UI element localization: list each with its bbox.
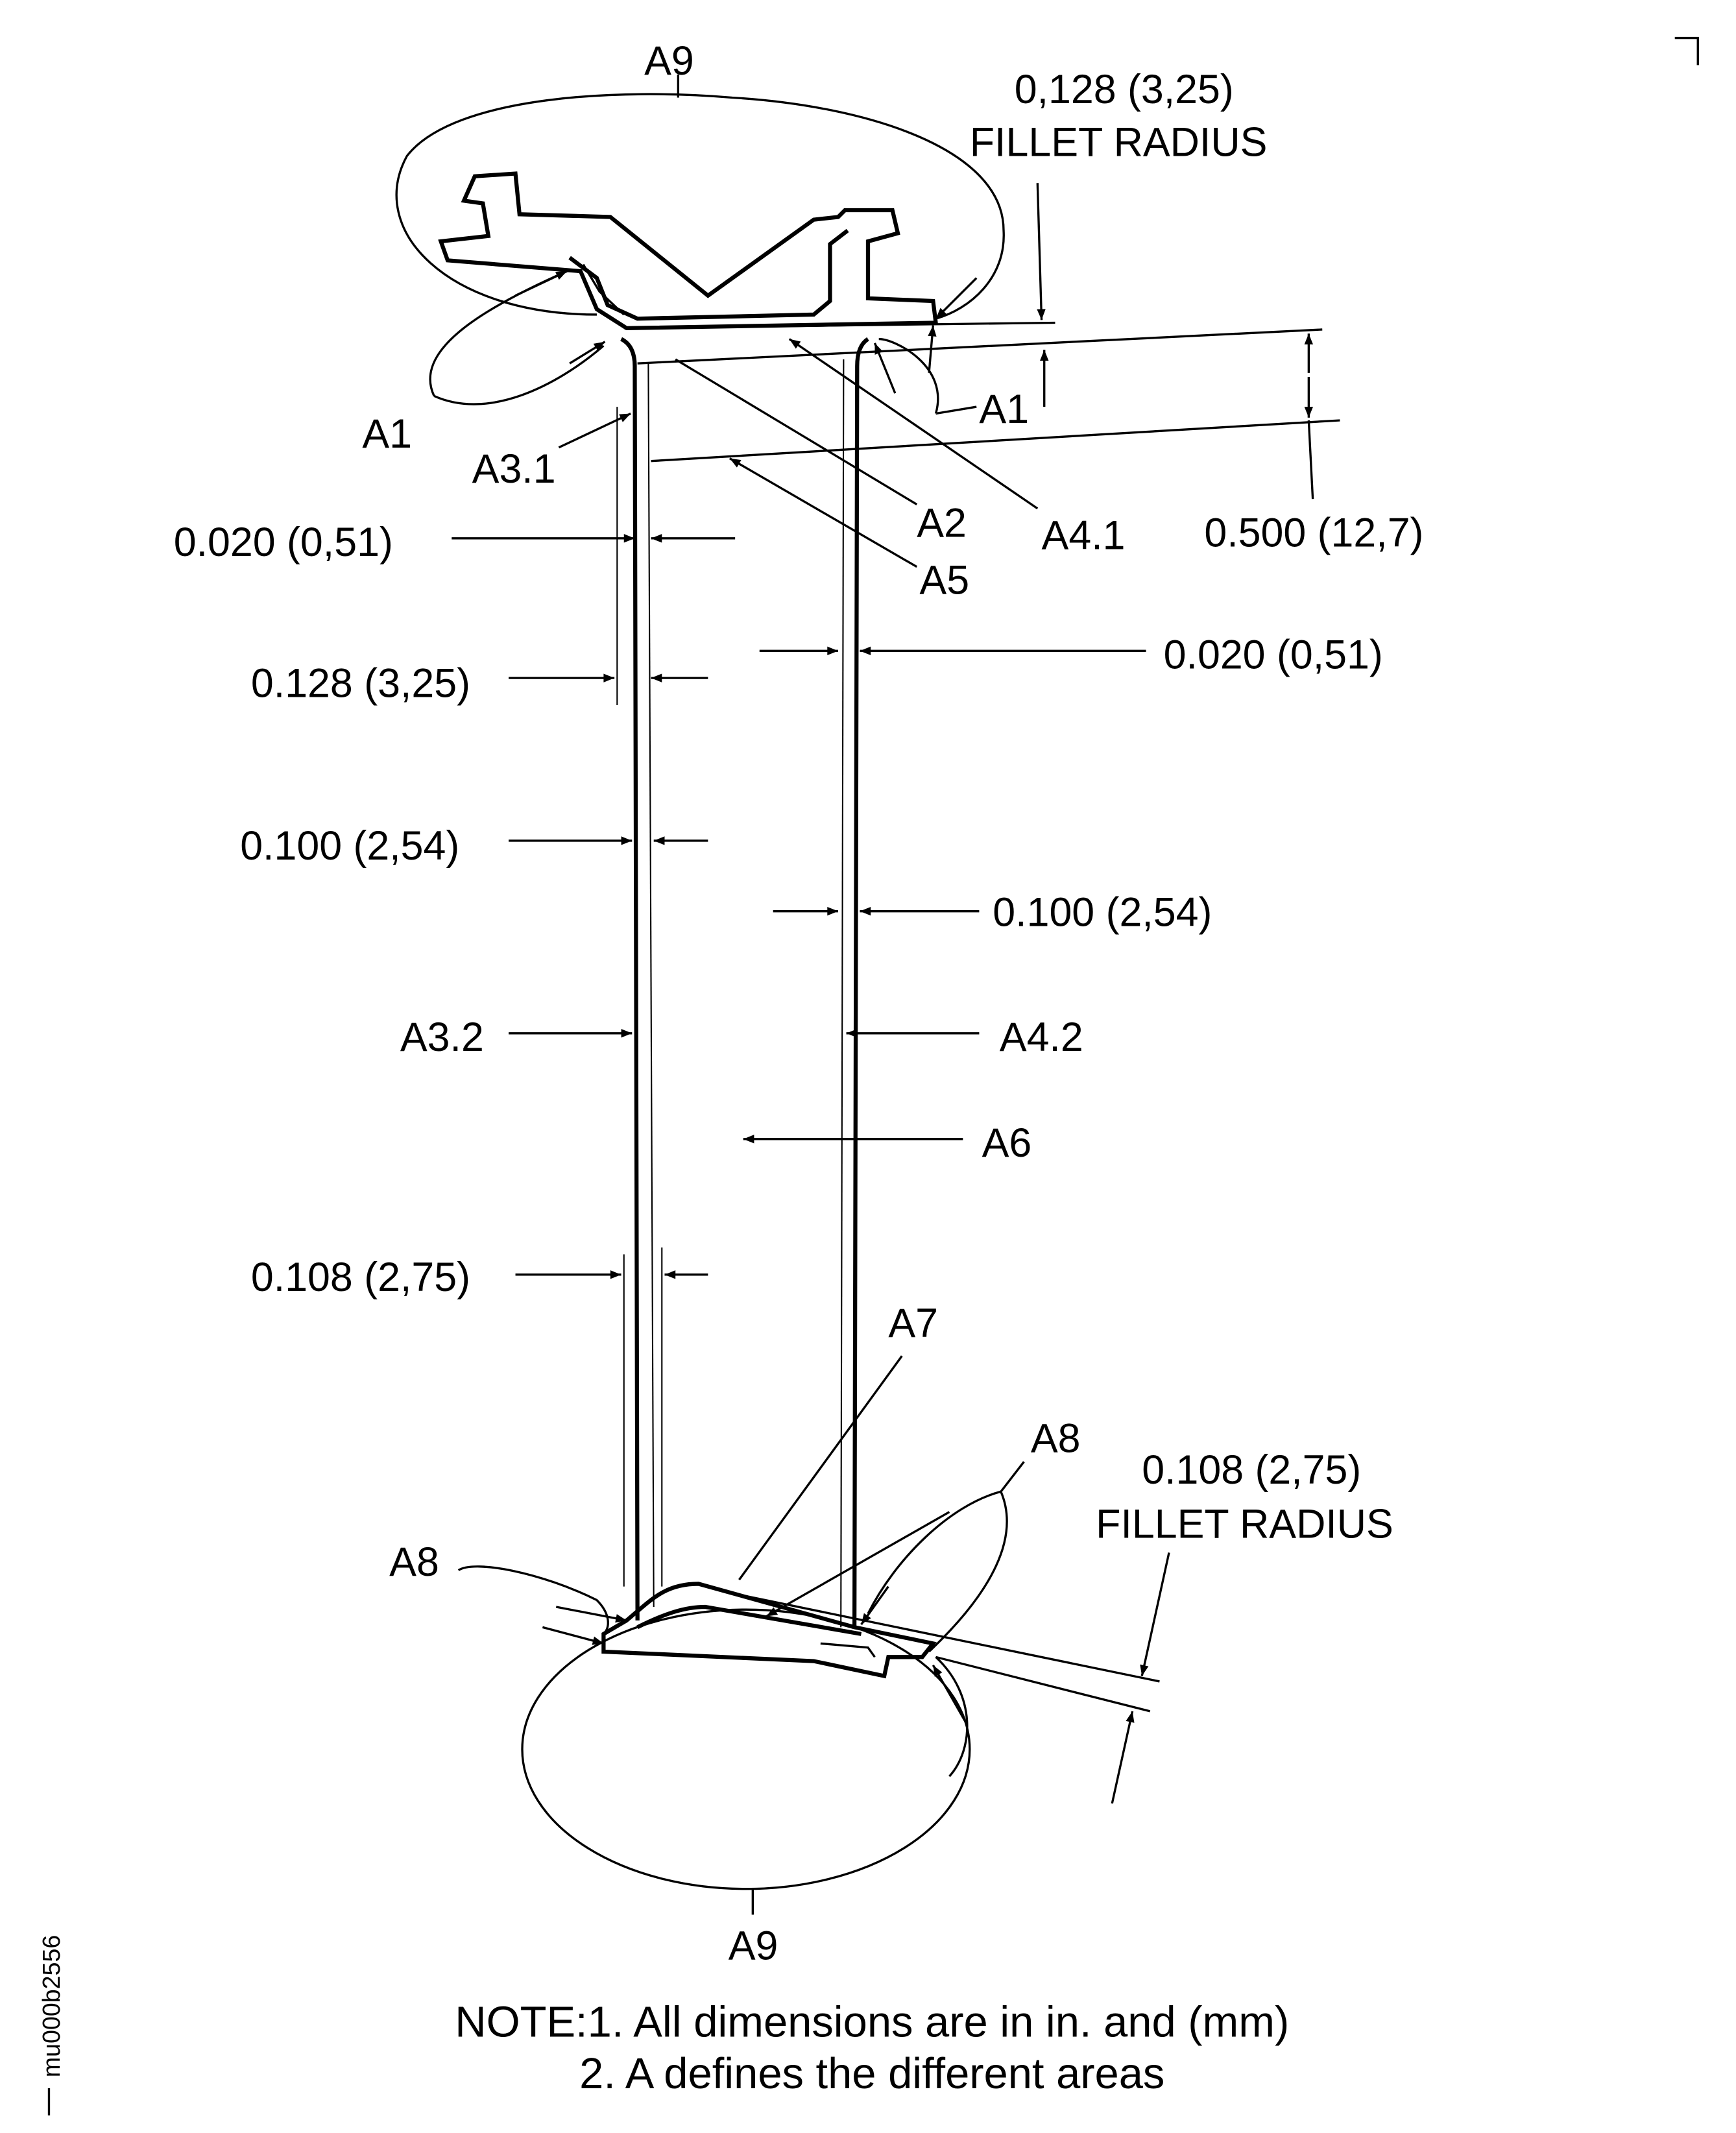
- blade-right-inner: [840, 359, 845, 1628]
- dim-left-0-108: 0.108 (2,75): [251, 1255, 470, 1300]
- top-fillet-label: FILLET RADIUS: [970, 119, 1268, 165]
- dim-0-500: 0.500 (12,7): [1204, 510, 1423, 555]
- bottom-fillet-label: FILLET RADIUS: [1096, 1501, 1393, 1547]
- bottom-fillet-line-1: [732, 1592, 1160, 1683]
- dimension-arrow: [569, 341, 606, 365]
- bottom-root-region-outline: [521, 1608, 971, 1890]
- label-a9-bottom: A9: [729, 1923, 778, 1968]
- label-a7: A7: [888, 1301, 938, 1346]
- corner-mark: [1674, 36, 1699, 66]
- dim-left-0-020: 0.020 (0,51): [174, 520, 393, 565]
- label-a3-2: A3.2: [400, 1015, 484, 1060]
- bottom-slot: [820, 1642, 876, 1658]
- note-line-2: 2. A defines the different areas: [579, 2049, 1164, 2098]
- label-a9-top: A9: [644, 38, 694, 84]
- leader-line: [928, 1461, 1025, 1653]
- leader-line: [867, 1490, 1002, 1615]
- dim-left-0-100: 0.100 (2,54): [240, 823, 459, 869]
- dimension-arrow: [873, 343, 897, 394]
- blade-left-edge: [620, 337, 640, 1621]
- blade-left-inner: [647, 363, 655, 1607]
- label-a4-1: A4.1: [1042, 513, 1126, 559]
- dim-line-lower: [651, 419, 1340, 463]
- dimension-arrow: [729, 457, 918, 568]
- dimension-arrow: [860, 1585, 889, 1626]
- leader-line: [457, 1565, 609, 1635]
- dim-right-0-020: 0.020 (0,51): [1164, 633, 1383, 678]
- dimension-arrow: [935, 277, 978, 320]
- label-a8-right: A8: [1031, 1416, 1081, 1462]
- label-a2: A2: [917, 501, 967, 546]
- bottom-platform: [601, 1582, 937, 1679]
- bottom-fillet-line-2: [935, 1656, 1151, 1713]
- leader-line: [675, 358, 918, 506]
- dimension-arrow: [555, 1606, 627, 1623]
- label-a3-1: A3.1: [472, 446, 556, 492]
- dimension-arrow: [1140, 1552, 1170, 1676]
- note-line-1: NOTE:1. All dimensions are in in. and (m…: [455, 1998, 1289, 2047]
- dim-right-0-100: 0.100 (2,54): [993, 890, 1212, 935]
- leader-line: [935, 1656, 969, 1778]
- dimension-arrow: [766, 1511, 950, 1618]
- root-inner-line: [568, 228, 849, 321]
- a1-right-leader: [878, 337, 977, 415]
- root-inner-line-2: [582, 263, 625, 316]
- label-a6: A6: [982, 1120, 1032, 1166]
- dimension-arrow: [928, 325, 937, 373]
- leader-line: [738, 1355, 903, 1581]
- label-a8-left: A8: [389, 1539, 439, 1585]
- dimension-arrow: [1111, 1711, 1135, 1804]
- bottom-platform-inner: [636, 1604, 862, 1636]
- dim-line-upper: [637, 328, 1323, 365]
- a1-left-leader: [429, 270, 605, 405]
- root-region-outline: [395, 93, 1005, 320]
- figure-id: mu000b2556: [38, 1935, 65, 2078]
- root-shape: [438, 171, 939, 330]
- blade-right-edge: [852, 337, 869, 1628]
- label-a4-2: A4.2: [1000, 1015, 1083, 1060]
- dimension-arrow: [932, 1665, 967, 1723]
- dimension-arrow: [558, 413, 631, 449]
- bottom-fillet-value: 0.108 (2,75): [1142, 1447, 1361, 1493]
- top-fillet-value: 0,128 (3,25): [1015, 67, 1234, 112]
- dimension-arrow: [788, 338, 1039, 510]
- dimension-arrow: [514, 270, 568, 297]
- label-a1-right: A1: [979, 387, 1029, 432]
- dimension-arrow: [542, 1626, 604, 1645]
- leader-line: [1307, 420, 1314, 500]
- dimension-arrow: [1036, 183, 1046, 320]
- label-a1-left: A1: [362, 411, 412, 457]
- top-fillet-line: [623, 321, 1055, 330]
- dim-left-0-128: 0.128 (3,25): [251, 660, 470, 706]
- label-a5: A5: [919, 558, 969, 603]
